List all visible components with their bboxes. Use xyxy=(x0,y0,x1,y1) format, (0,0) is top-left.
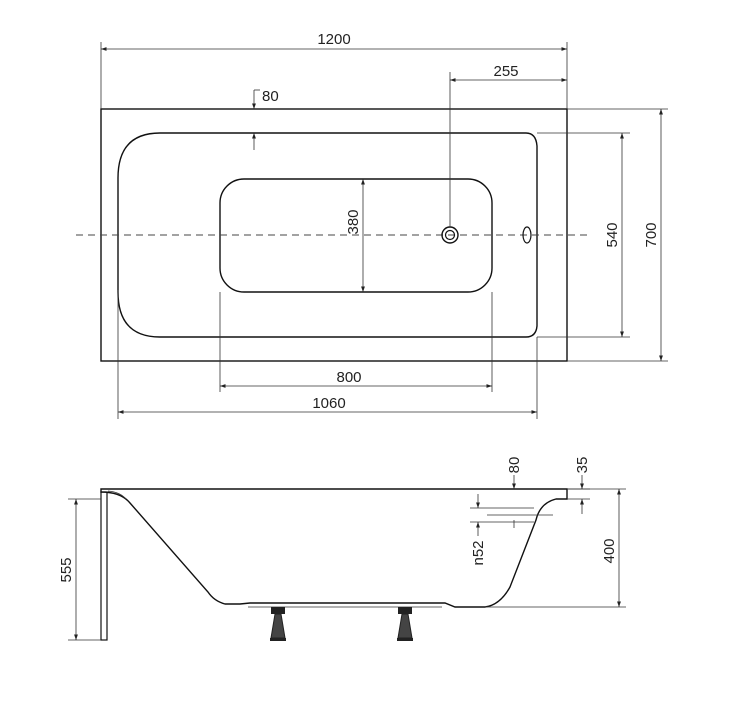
foot-left xyxy=(270,607,286,641)
dim-rim-width-side-label: 80 xyxy=(506,457,523,474)
front-apron xyxy=(100,491,108,641)
inner-basin-outline xyxy=(117,132,538,338)
top-view: 1200 255 80 380 540 700 800 1060 xyxy=(76,31,668,419)
dim-bottom-width-label: 380 xyxy=(345,209,362,234)
dim-overflow-diameter-label: n52 xyxy=(470,540,487,565)
dim-rim-edge-label: 35 xyxy=(574,457,591,474)
dim-side-height-label: 555 xyxy=(58,557,75,582)
dim-bottom-length-label: 800 xyxy=(336,369,361,386)
rim-lip-curve xyxy=(107,490,127,500)
dim-inner-length-label: 1060 xyxy=(312,395,345,412)
dim-drain-offset-label: 255 xyxy=(493,63,518,80)
side-view: 555 80 35 n52 400 xyxy=(58,457,626,641)
dim-rim-width-top-label: 80 xyxy=(262,88,279,105)
dim-inner-width-label: 540 xyxy=(604,222,621,247)
foot-right xyxy=(397,607,413,641)
dim-overall-width-label: 700 xyxy=(643,222,660,247)
dim-depth-label: 400 xyxy=(601,538,618,563)
tub-side-profile xyxy=(100,488,568,608)
drain-inner xyxy=(444,229,456,241)
overflow-hole xyxy=(522,226,532,244)
dim-length-label: 1200 xyxy=(317,31,350,48)
